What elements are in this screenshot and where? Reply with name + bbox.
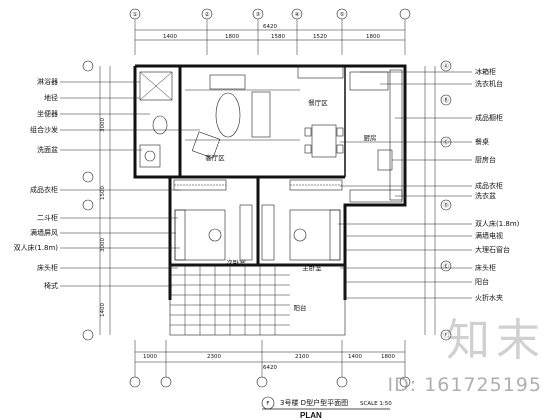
label-left-11: 椅式 (44, 281, 58, 290)
dim-left-2: 1500 (100, 186, 106, 200)
watermark-logo: 知末 (446, 315, 546, 366)
room-kitchen: 厨房 (364, 133, 377, 142)
dim-top-seg-1: 1400 (163, 34, 177, 40)
label-left-1: 淋浴器 (37, 77, 58, 86)
title-plan: PLAN (300, 411, 322, 420)
label-left-7: 二斗柜 (37, 213, 58, 222)
label-right-8: 双人床(1.8m) (475, 219, 520, 228)
label-right-2: 洗衣机台 (475, 79, 503, 88)
room-balcony: 阳台 (294, 303, 307, 312)
dimension-lines-top (135, 29, 405, 41)
dim-bottom-seg-3: 2100 (295, 354, 309, 360)
dim-top-total: 6420 (263, 24, 277, 30)
axis-label-top-3: ③ (256, 12, 261, 18)
dim-bottom-total: 6420 (263, 365, 277, 371)
balcony-tiles (170, 265, 290, 335)
dim-top-seg-4: 1520 (313, 34, 327, 40)
axis-bubbles-top (129, 8, 411, 55)
label-left-3: 坐便器 (37, 109, 58, 118)
bedroom-left-furniture (174, 204, 253, 261)
dining-furniture (297, 65, 344, 158)
label-right-6: 成品衣柜 (475, 181, 503, 190)
axis-bubbles-left (82, 60, 94, 341)
label-right-10: 大理石窗台 (475, 245, 510, 254)
label-left-5: 洗面盆 (37, 145, 58, 154)
bedroom-right-furniture (261, 204, 341, 261)
dimension-lines-right (424, 66, 436, 335)
label-right-13: 火折水夹 (475, 293, 503, 302)
dim-bottom-seg-4: 1400 (348, 354, 362, 360)
axis-label-right-6: Ⓕ (443, 331, 449, 339)
axis-label-top-5: ⑤ (340, 12, 345, 18)
kitchen-counter (349, 69, 403, 203)
axis-bubbles-bottom (129, 340, 411, 388)
axis-label-top-1: ① (133, 12, 138, 18)
label-left-2: 地径 (44, 93, 58, 102)
leader-lines-left (60, 81, 200, 287)
label-left-9: 双人床(1.8m) (14, 243, 59, 252)
dim-bottom-seg-5: 1800 (381, 354, 395, 360)
label-right-5: 厨房台 (475, 155, 496, 164)
title-scale: SCALE 1:50 (360, 401, 392, 407)
dim-top-seg-3: 1580 (271, 34, 285, 40)
wardrobes (173, 179, 343, 191)
dim-top-seg-2: 1800 (225, 34, 239, 40)
room-bedroom-right: 主卧室 (302, 263, 322, 272)
label-left-4: 组合沙发 (30, 125, 58, 134)
dim-left-4: 1400 (100, 303, 106, 317)
dim-top-seg-5: 1800 (366, 34, 380, 40)
bathroom (139, 71, 173, 168)
label-right-4: 餐桌 (475, 137, 489, 146)
axis-label-right-2: Ⓑ (443, 96, 449, 104)
label-right-9: 满墙电视 (475, 231, 503, 240)
title-caption: 3号楼 D型户型平面图 (280, 398, 348, 407)
label-right-3: 成品橱柜 (475, 113, 503, 122)
axis-label-top-4: ④ (295, 12, 300, 18)
label-right-7: 洗衣盆 (475, 191, 496, 200)
room-living: 客厅区 (205, 153, 225, 162)
label-right-12: 阳台 (475, 277, 489, 286)
dimension-lines-left (99, 66, 111, 335)
dim-left-3: 3000 (100, 238, 106, 252)
axis-label-right-1: Ⓐ (443, 62, 449, 70)
label-left-8: 满墙屏风 (30, 228, 58, 237)
living-furniture (185, 74, 300, 159)
axis-bubbles-right (440, 60, 452, 341)
dim-left-1: 3000 (100, 118, 106, 132)
axis-label-right-5: Ⓔ (443, 262, 449, 270)
label-right-1: 冰箱柜 (475, 67, 496, 76)
axis-label-top-2: ② (205, 11, 210, 18)
title-number: F (266, 401, 269, 407)
label-left-10: 床头柜 (37, 263, 58, 272)
label-left-6: 成品衣柜 (30, 185, 58, 194)
watermark-id: ID: 161725195 (387, 374, 542, 396)
dimension-lines-bottom (135, 351, 405, 363)
room-dining: 餐厅区 (308, 98, 328, 107)
dim-bottom-seg-2: 2300 (207, 354, 221, 360)
leader-lines-right (338, 71, 472, 299)
axis-label-right-4: Ⓓ (443, 201, 449, 209)
room-bedroom-left: 次卧室 (226, 258, 246, 267)
axis-label-right-3: Ⓒ (443, 138, 449, 146)
label-right-11: 床头柜 (475, 263, 496, 272)
dim-bottom-seg-1: 1000 (143, 354, 157, 360)
